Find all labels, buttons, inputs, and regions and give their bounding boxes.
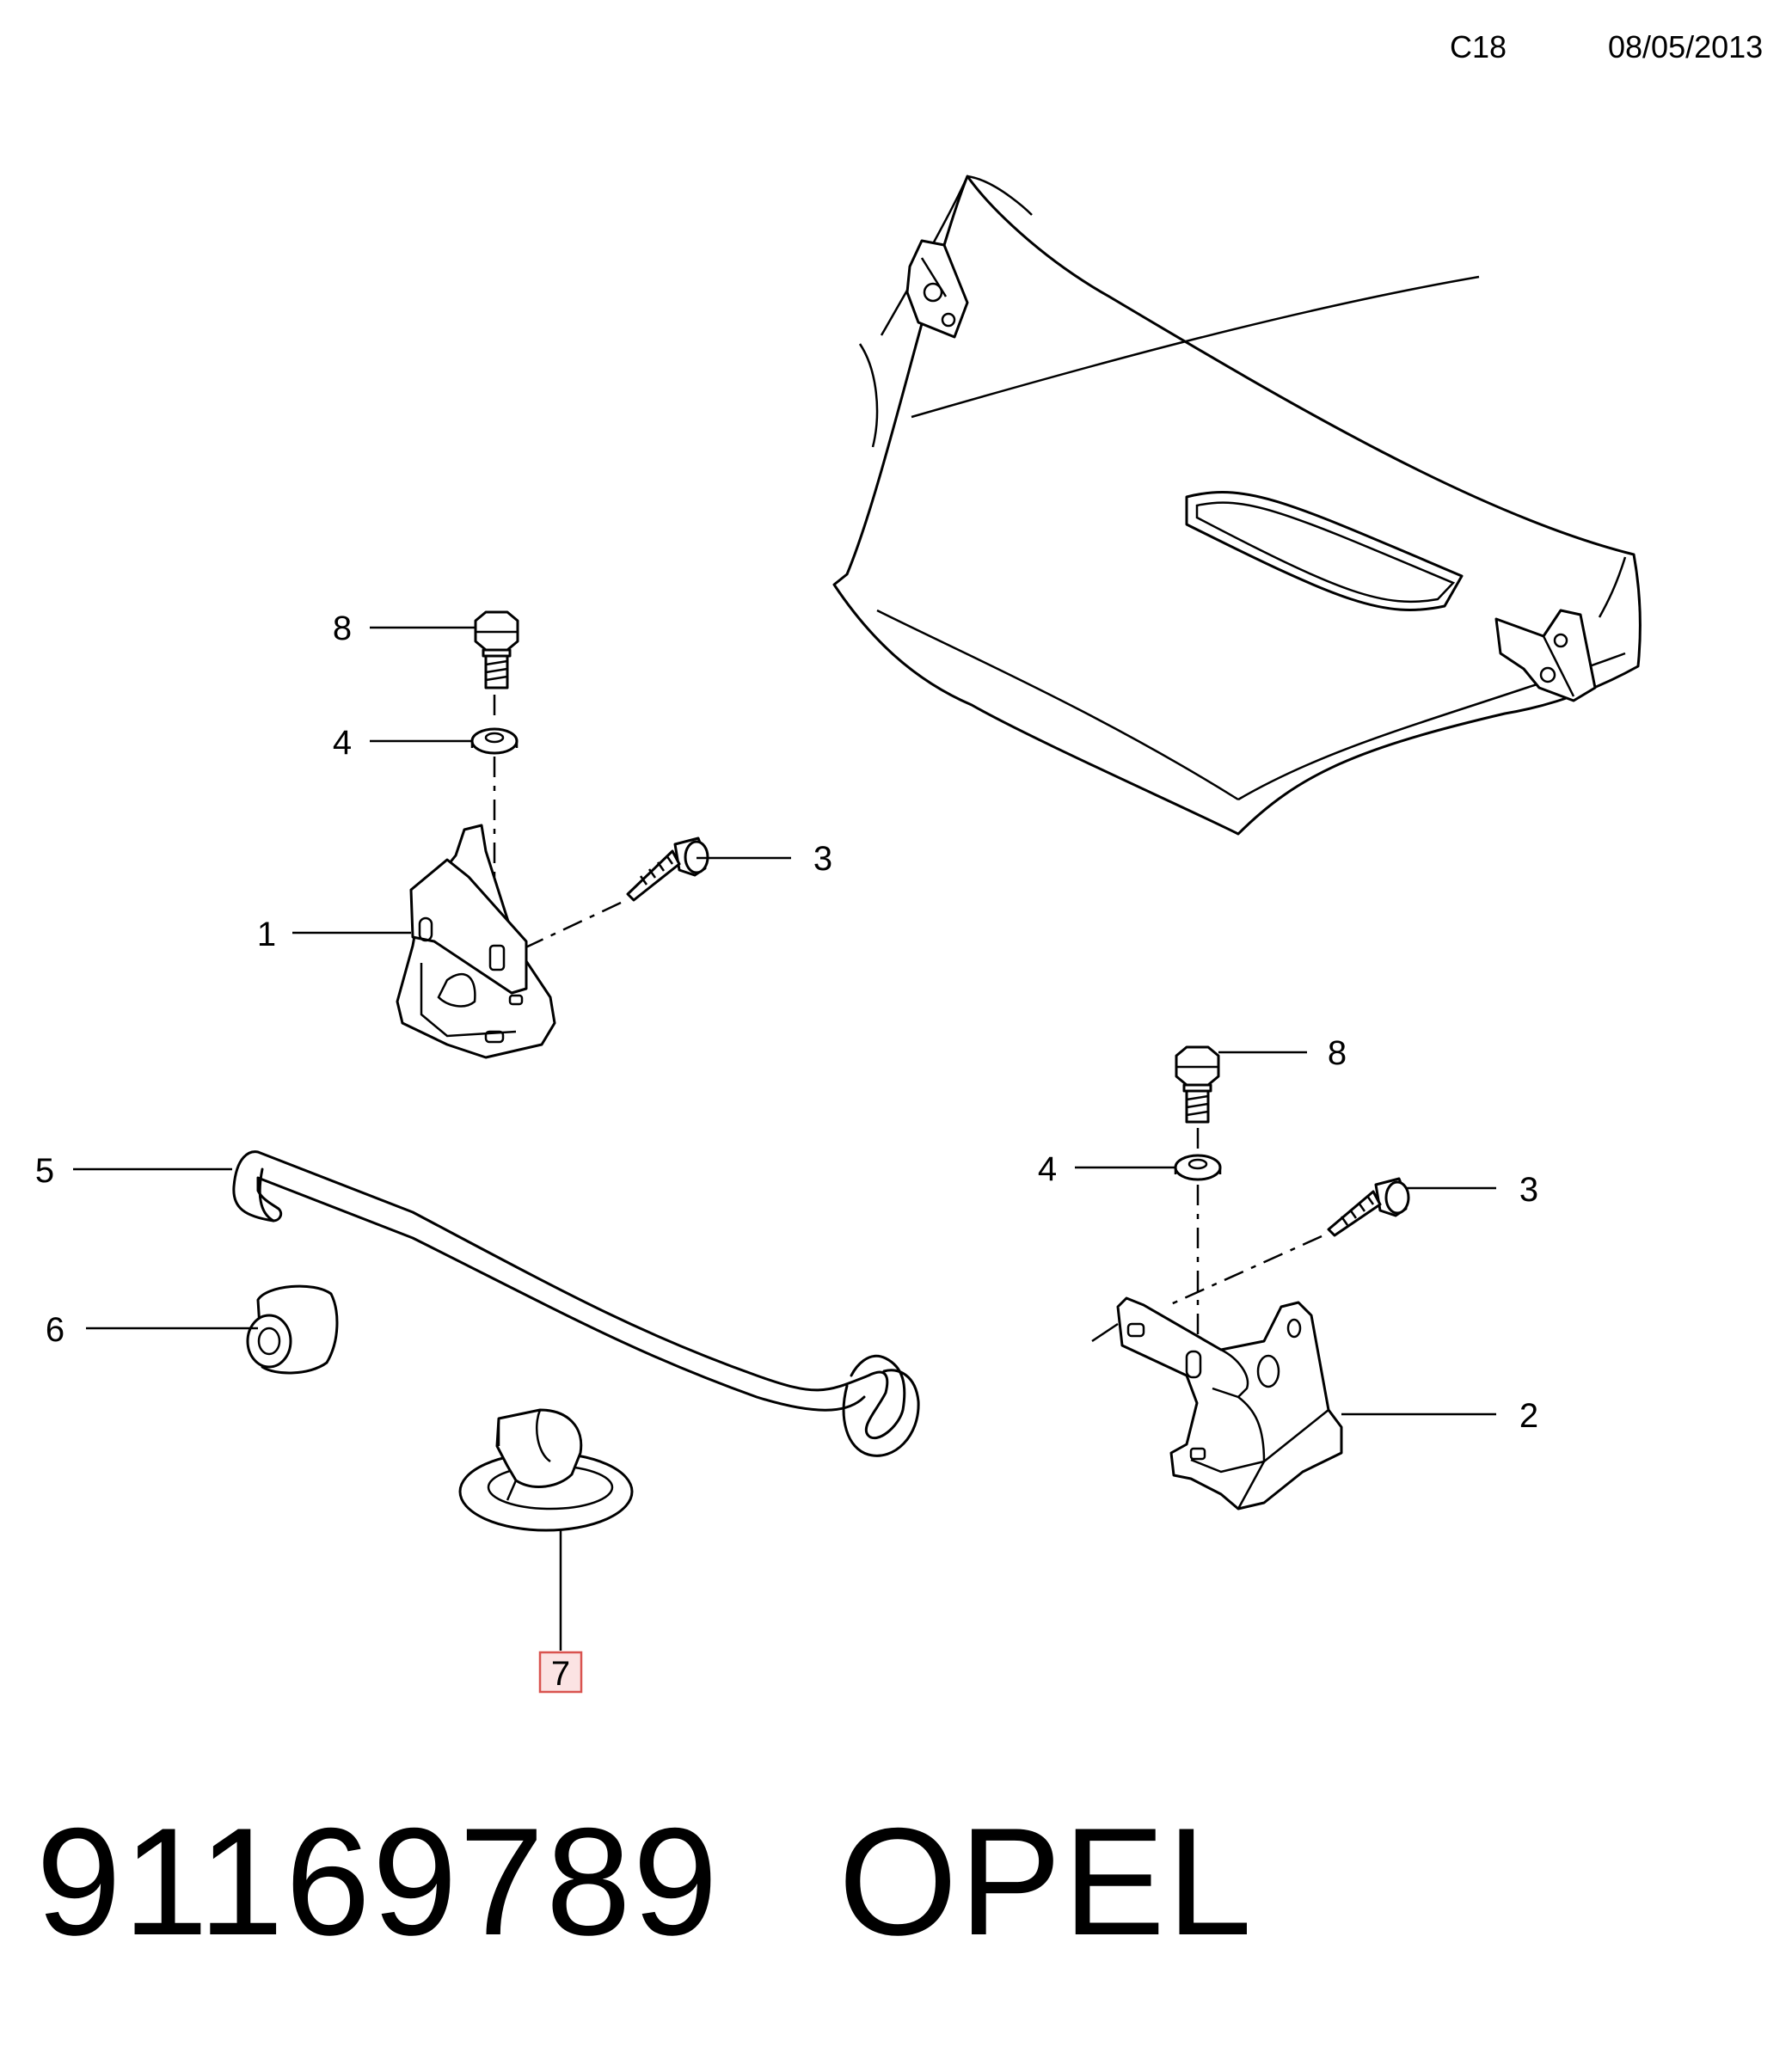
- callout-4-left: 4: [333, 724, 352, 762]
- screw-3-left: [626, 836, 709, 902]
- left-hinge-assembly: [396, 610, 709, 1059]
- screw-3-right: [1327, 1177, 1410, 1237]
- right-hinge-assembly: [1091, 1045, 1410, 1511]
- callout-7: 7: [551, 1655, 570, 1693]
- hood-panel: [832, 175, 1642, 836]
- callout-1: 1: [257, 916, 276, 953]
- callout-8-right: 8: [1328, 1034, 1347, 1072]
- hinge-1: [396, 824, 556, 1059]
- hinge-2: [1091, 1296, 1343, 1511]
- bolt-8-left: [474, 610, 519, 689]
- prop-rod-5: [232, 1150, 920, 1457]
- callout-4-right: 4: [1038, 1150, 1057, 1188]
- page-code: C18: [1450, 29, 1507, 64]
- callout-6: 6: [46, 1311, 64, 1349]
- washer-4-right: [1174, 1154, 1222, 1181]
- grommet-6: [246, 1284, 339, 1375]
- leader-lines: [73, 626, 1496, 1651]
- callout-8-left: 8: [333, 610, 352, 647]
- callout-5: 5: [35, 1152, 54, 1190]
- highlight-box-7: [538, 1651, 583, 1694]
- callout-3-left: 3: [813, 840, 832, 878]
- brand-name: OPEL: [838, 1796, 1254, 1967]
- callout-3-right: 3: [1519, 1171, 1538, 1209]
- washer-4-left: [470, 727, 519, 755]
- callout-2: 2: [1519, 1397, 1538, 1435]
- diagram-date: 08/05/2013: [1608, 29, 1764, 64]
- part-number: 91169789: [36, 1796, 720, 1967]
- bolt-8-right: [1175, 1045, 1220, 1124]
- clip-7: [458, 1408, 634, 1532]
